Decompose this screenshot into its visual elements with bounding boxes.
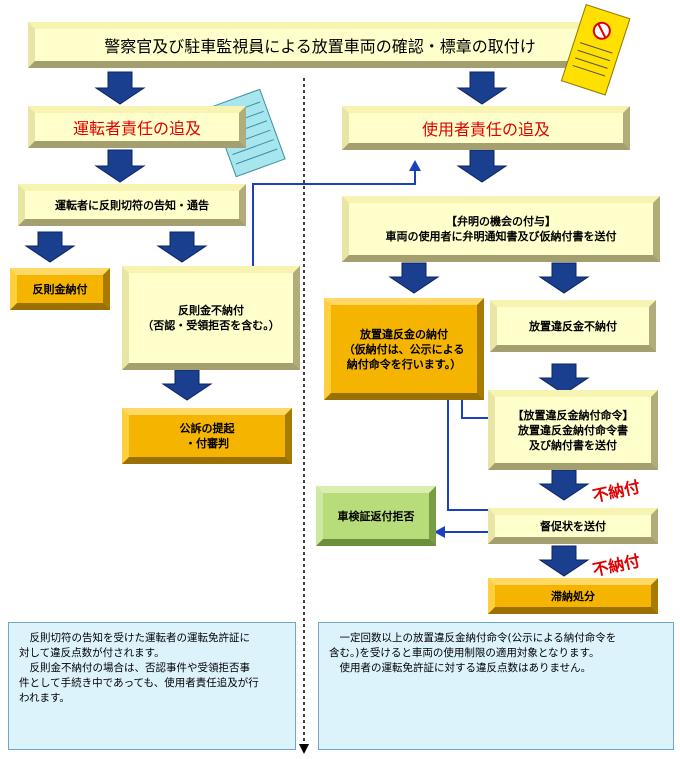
reminder-box: 督促状を送付: [488, 508, 658, 544]
fine-paid-box: 反則金納付: [10, 268, 110, 310]
ticket-notice-box: 運転者に反則切符の告知・通告: [18, 184, 246, 226]
right-note: 一定回数以上の放置違反金納付命令(公示による納付命令を 含む。)を受けると車両の…: [318, 622, 674, 750]
inspection-refusal-box: 車検証返付拒否: [316, 486, 436, 546]
penalty-paid-box: 放置違反金の納付 （仮納付は、公示による 納付命令を行います。）: [324, 298, 484, 400]
payment-order-box: 【放置違反金納付命令】 放置違反金納付命令書 及び納付書を送付: [488, 390, 658, 470]
page-title: 警察官及び駐車監視員による放置車両の確認・標章の取付け: [104, 37, 536, 56]
penalty-unpaid-box: 放置違反金不納付: [490, 300, 656, 352]
title-box: 警察官及び駐車監視員による放置車両の確認・標章の取付け: [28, 22, 612, 68]
prosecution-box: 公訴の提起 ・付審判: [122, 408, 292, 464]
user-liability-header: 使用者責任の追及: [342, 106, 630, 150]
driver-liability-header: 運転者責任の追及: [28, 106, 246, 148]
seizure-box: 滞納処分: [488, 578, 658, 614]
fine-unpaid-box: 反則金不納付 （否認・受領拒否を含む。）: [122, 266, 300, 370]
left-note: 反則切符の告知を受けた運転者の運転免許証に 対して違反点数が付されます。 反則金…: [8, 622, 296, 750]
explanation-opportunity-box: 【弁明の機会の付与】 車両の使用者に弁明通知書及び仮納付書を送付: [342, 196, 660, 262]
parking-tag-image: [560, 4, 631, 96]
